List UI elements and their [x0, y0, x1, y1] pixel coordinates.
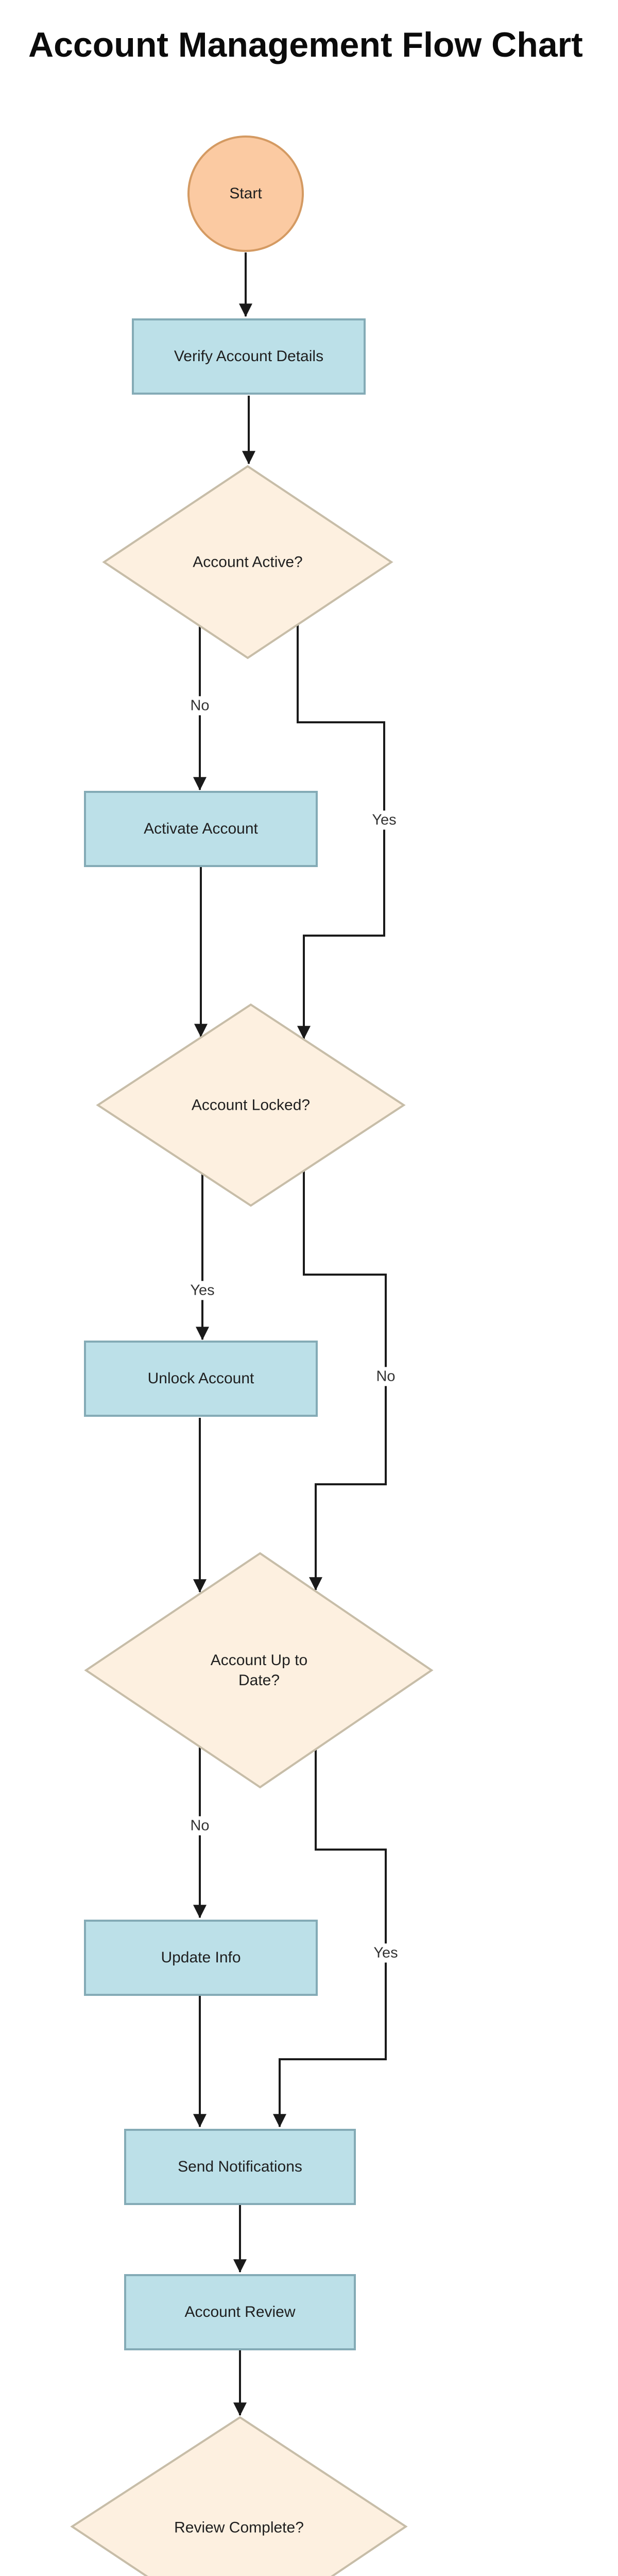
- node-verify-account-details: Verify Account Details: [132, 318, 366, 395]
- edge-label-account-locked-yes: Yes: [186, 1281, 219, 1300]
- node-review-complete-label: Review Complete?: [174, 2519, 304, 2536]
- node-start: Start: [187, 135, 304, 252]
- node-account-up-to-date-label: Account Up to Date?: [210, 1652, 308, 1689]
- node-account-locked-label: Account Locked?: [191, 1096, 311, 1114]
- edge-label-account-active-no: No: [186, 696, 214, 716]
- node-activate-account: Activate Account: [84, 791, 318, 867]
- node-account-active-shape: [102, 465, 393, 659]
- edge-label-account-locked-no: No: [372, 1367, 400, 1386]
- chart-title: Account Management Flow Chart: [28, 25, 583, 64]
- edge-label-up-to-date-yes: Yes: [369, 1943, 402, 1963]
- node-account-up-to-date-shape: [84, 1552, 434, 1789]
- node-account-active-label: Account Active?: [193, 553, 303, 571]
- node-update-info: Update Info: [84, 1920, 318, 1996]
- node-review-complete-shape: [70, 2416, 408, 2576]
- node-account-review: Account Review: [124, 2274, 356, 2350]
- edge-label-up-to-date-no: No: [186, 1816, 214, 1836]
- node-unlock-account: Unlock Account: [84, 1341, 318, 1417]
- node-account-locked-shape: [96, 1003, 406, 1207]
- node-send-notifications: Send Notifications: [124, 2129, 356, 2205]
- edge-label-account-active-yes: Yes: [368, 810, 401, 830]
